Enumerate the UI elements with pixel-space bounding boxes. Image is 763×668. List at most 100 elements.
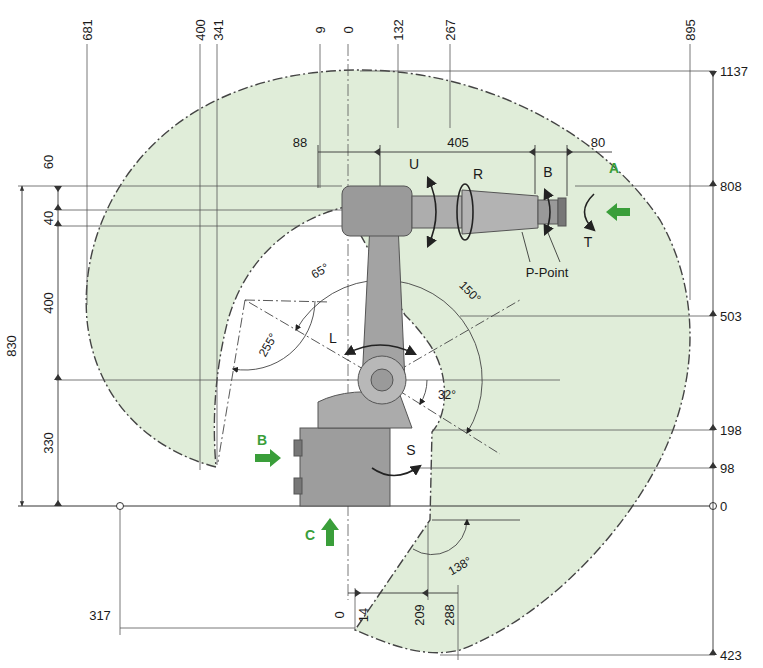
dimension-label: 0 <box>720 500 727 513</box>
elbow-housing <box>342 186 412 236</box>
t-arrow <box>585 194 595 230</box>
tick-mark <box>54 500 62 506</box>
dimension-label: 88 <box>293 136 307 149</box>
extension-line <box>440 655 715 656</box>
angle-label: 150° <box>457 279 483 305</box>
extension-line <box>56 380 560 381</box>
extension-line <box>56 210 342 211</box>
r-arrow <box>457 184 473 240</box>
l-joint-hub <box>371 369 393 391</box>
wrist <box>538 200 558 224</box>
angle-label: 65° <box>309 261 331 280</box>
tick-mark <box>355 589 361 597</box>
tick-mark <box>709 424 717 430</box>
extension-line <box>428 522 429 600</box>
dimension-label: 400 <box>42 292 55 314</box>
dimension-label: 0 <box>333 611 346 618</box>
dimension-label: 341 <box>212 19 225 41</box>
tick-mark <box>709 649 717 655</box>
dimension-lines <box>22 71 713 655</box>
dimension-label: 267 <box>444 19 457 41</box>
center-line <box>348 44 349 600</box>
extension-line <box>87 44 88 305</box>
leader-line <box>522 232 530 262</box>
extension-line <box>460 316 715 317</box>
flange <box>558 198 566 226</box>
extension-line <box>200 44 201 470</box>
joint-arrows <box>346 178 594 476</box>
dimension-label: 198 <box>720 424 742 437</box>
extension-line <box>420 468 715 469</box>
extension-line <box>458 585 459 660</box>
tick-mark <box>529 148 535 156</box>
connector <box>294 440 302 456</box>
dimension-label: 132 <box>392 19 405 41</box>
s-arrow <box>372 466 420 476</box>
extension-line <box>18 186 342 187</box>
l-joint <box>358 356 406 404</box>
extension-line <box>690 44 691 300</box>
robot-base <box>300 428 390 506</box>
dimension-line <box>22 186 23 506</box>
dimension-label: 330 <box>42 432 55 454</box>
dimension-label: 288 <box>443 604 456 626</box>
dimension-line <box>348 593 458 594</box>
axis-label: S <box>406 443 415 457</box>
axis-label: R <box>473 167 483 181</box>
dimension-line <box>713 71 714 655</box>
extension-line <box>398 44 399 128</box>
dimension-label: 681 <box>81 19 94 41</box>
point-label: P-Point <box>526 266 569 279</box>
dimension-label: 503 <box>720 310 742 323</box>
dimension-tick <box>318 145 319 188</box>
dimension-label: 60 <box>42 155 55 169</box>
view-label: B <box>257 433 267 447</box>
extension-line <box>120 506 121 635</box>
dimension-label: 209 <box>413 604 426 626</box>
angle-arc <box>413 520 467 555</box>
leader-line <box>546 228 560 262</box>
extension-line <box>432 430 715 431</box>
axis-label: U <box>409 157 419 171</box>
dimension-label: 0 <box>342 26 355 33</box>
axis-label: L <box>329 331 337 345</box>
view-arrow <box>606 203 630 221</box>
datum-circle <box>117 503 124 510</box>
dimension-label: 40 <box>42 211 55 225</box>
dimension-label: 400 <box>194 19 207 41</box>
dimension-label: 9 <box>314 26 327 33</box>
extension-line <box>56 226 342 227</box>
dimension-label: 317 <box>89 609 111 622</box>
tick-mark <box>422 589 428 597</box>
extension-line <box>320 44 321 188</box>
dimension-label: 830 <box>5 335 18 357</box>
dimension-label: 14 <box>357 608 370 622</box>
l-arrow <box>346 345 415 354</box>
limit-line <box>218 300 245 462</box>
tick-mark <box>709 180 717 186</box>
robot <box>294 186 566 506</box>
view-label: A <box>609 161 619 175</box>
tick-mark <box>709 71 717 77</box>
working-envelope <box>86 70 690 653</box>
u-motor <box>412 196 462 228</box>
extension-lines <box>18 44 715 660</box>
view-arrow <box>255 449 281 467</box>
angle-label: 32° <box>438 389 456 401</box>
axis-label: T <box>584 235 593 249</box>
extension-line <box>450 44 451 128</box>
extension-line <box>120 628 355 629</box>
tick-mark <box>54 220 62 226</box>
dimension-ticks <box>54 71 717 655</box>
angle-label: 138° <box>446 555 474 578</box>
dimension-label: 423 <box>720 649 742 662</box>
dimension-label: 405 <box>447 136 469 149</box>
extension-line <box>217 44 218 465</box>
view-label: C <box>305 528 315 542</box>
tick-mark <box>709 310 717 316</box>
view-arrow <box>321 518 339 546</box>
tick-mark <box>54 186 62 192</box>
